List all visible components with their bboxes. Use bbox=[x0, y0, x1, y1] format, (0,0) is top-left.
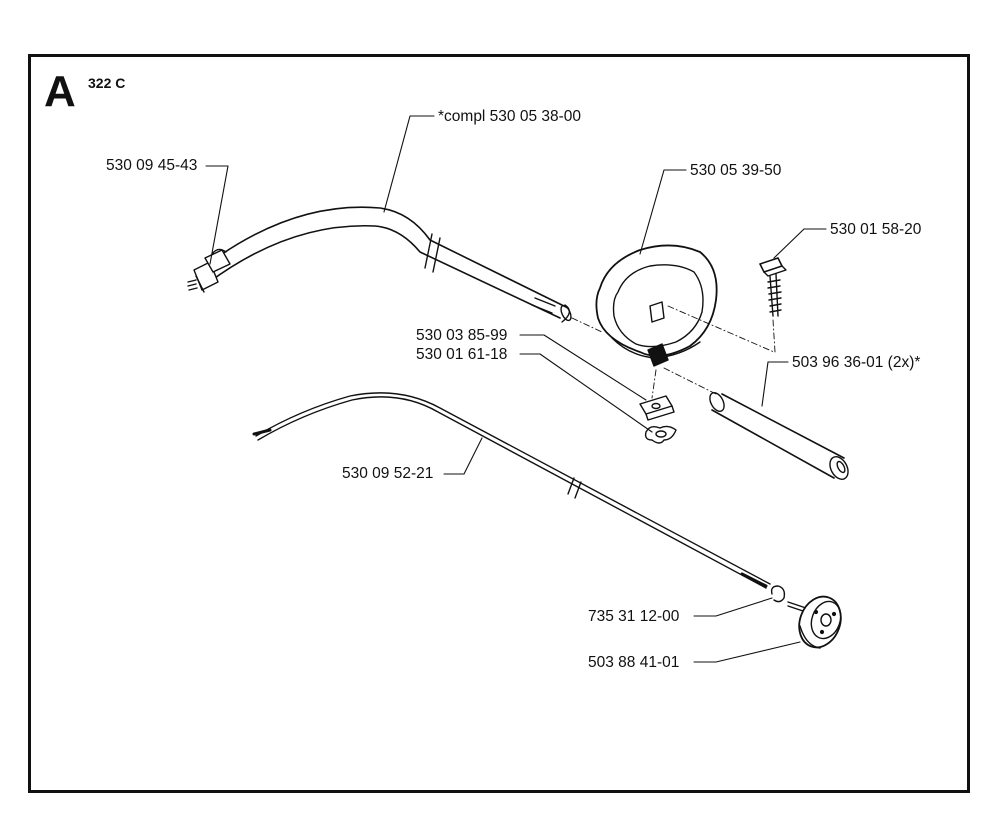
alignment-lines bbox=[571, 305, 776, 399]
clamp bbox=[639, 395, 675, 421]
part-label-clamp: 530 03 85-99 bbox=[416, 327, 508, 344]
leader-circlip bbox=[693, 597, 773, 617]
diagram-frame bbox=[28, 54, 970, 793]
screw bbox=[759, 257, 787, 317]
clutch-drum bbox=[787, 595, 842, 649]
model-label: 322 C bbox=[88, 75, 126, 91]
shaft-tube bbox=[199, 206, 572, 323]
part-label-screw: 530 01 58-20 bbox=[830, 221, 922, 238]
grip-tube bbox=[709, 392, 849, 480]
part-label-bracket-nut: 530 09 45-43 bbox=[106, 157, 198, 174]
leader-clutch-drum bbox=[693, 641, 801, 663]
leader-drive-shaft bbox=[443, 437, 483, 475]
leader-lines bbox=[205, 115, 827, 663]
part-label-clutch-drum: 503 88 41-01 bbox=[588, 654, 680, 671]
circlip bbox=[770, 585, 786, 603]
wing-nut bbox=[644, 425, 677, 444]
bracket-nut bbox=[187, 248, 231, 293]
part-label-grip-tube: 503 96 36-01 (2x)* bbox=[792, 354, 921, 371]
loop-handle bbox=[595, 244, 718, 367]
leader-grip-tube bbox=[761, 361, 789, 407]
leader-shaft-complete bbox=[383, 115, 435, 213]
leader-clamp bbox=[519, 334, 647, 401]
section-letter: A bbox=[44, 67, 76, 116]
leader-screw bbox=[773, 228, 827, 259]
part-label-loop-handle: 530 05 39-50 bbox=[690, 162, 782, 179]
part-label-wing-nut: 530 01 61-18 bbox=[416, 346, 508, 363]
part-label-shaft-complete: *compl 530 05 38-00 bbox=[438, 108, 582, 125]
drive-shaft bbox=[252, 392, 771, 589]
leader-wing-nut bbox=[519, 353, 653, 433]
leader-loop-handle bbox=[639, 169, 687, 255]
part-label-drive-shaft: 530 09 52-21 bbox=[342, 465, 434, 482]
part-label-circlip: 735 31 12-00 bbox=[588, 608, 680, 625]
leader-bracket-nut bbox=[205, 165, 229, 265]
